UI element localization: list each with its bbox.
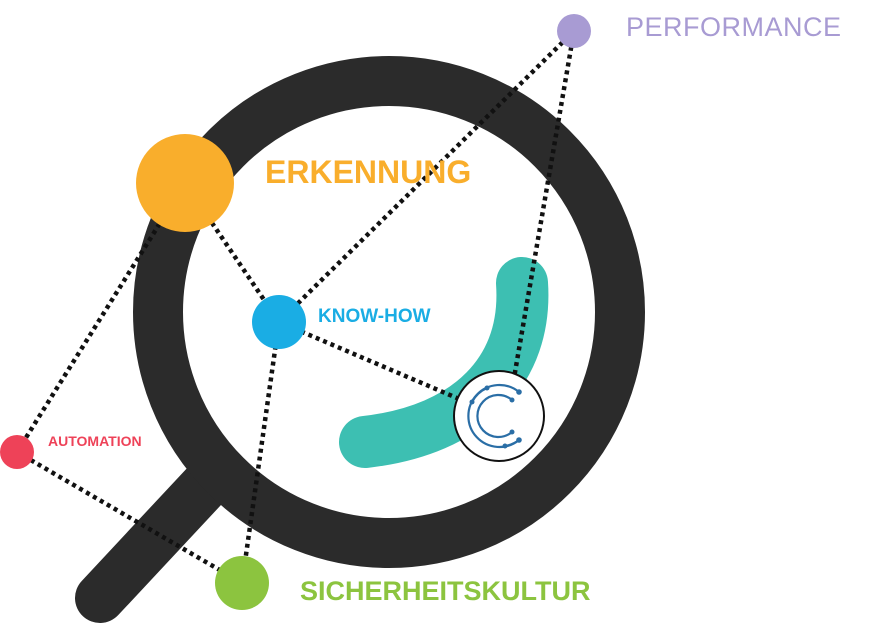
label-sicherheitskultur: SICHERHEITSKULTUR (300, 576, 591, 607)
node-sicherheitskultur (215, 556, 269, 610)
magnifier-handle (100, 478, 212, 598)
node-performance (557, 14, 591, 48)
connector-knowhow-sicherheitskultur (242, 322, 279, 583)
label-performance: PERFORMANCE (626, 12, 842, 43)
label-erkennung: ERKENNUNG (265, 154, 471, 191)
label-knowhow: KNOW-HOW (318, 306, 431, 328)
node-automation (0, 435, 34, 469)
label-automation: AUTOMATION (48, 433, 142, 449)
node-knowhow (252, 295, 306, 349)
company-logo-icon (454, 371, 544, 461)
node-erkennung (136, 134, 234, 232)
